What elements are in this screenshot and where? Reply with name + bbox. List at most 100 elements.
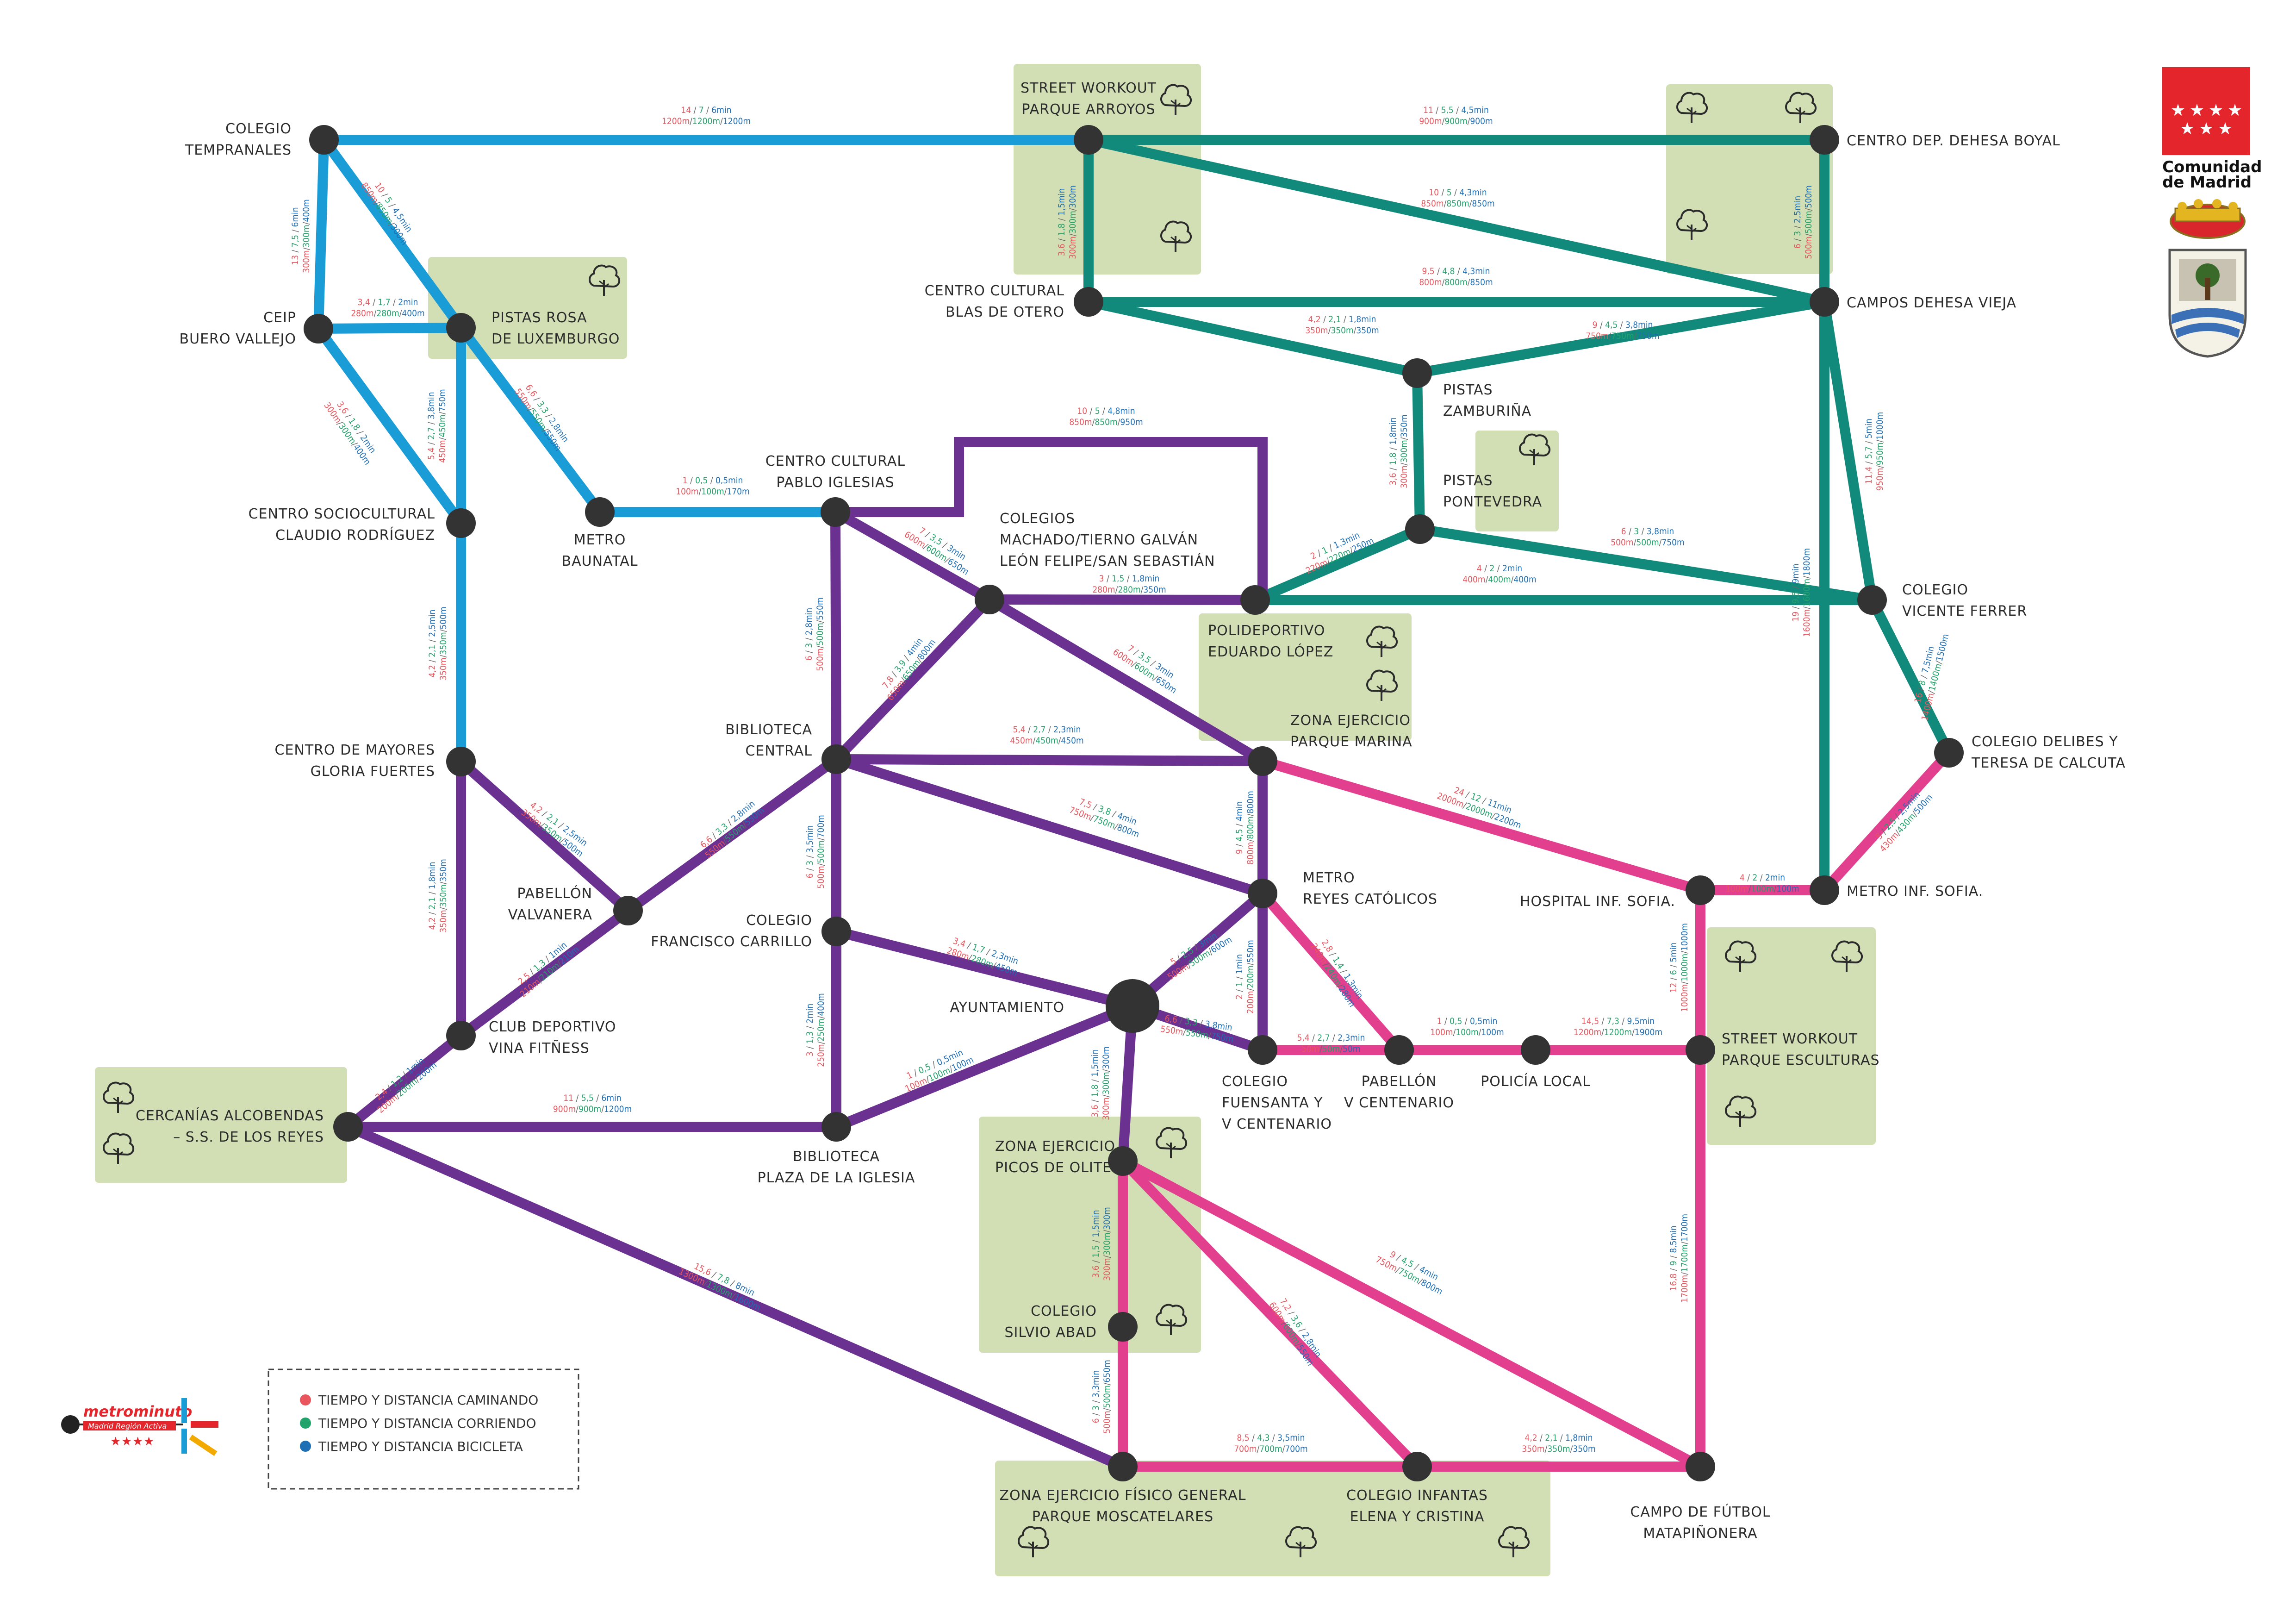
station-node-carrillo[interactable] (821, 917, 851, 946)
svg-text:750m/750m/750m: 750m/750m/750m (1586, 331, 1659, 341)
segment-distance: / (1118, 417, 1120, 427)
legend-bike-dot (300, 1441, 311, 1452)
station-node-policia[interactable] (1521, 1035, 1550, 1065)
segment-distance: / (1092, 417, 1095, 427)
segment-distance: / (1442, 116, 1445, 126)
station-label-line: ZONA EJERCICIO (1290, 712, 1411, 729)
station-node-temp[interactable] (309, 125, 339, 155)
station-node-fuensanta[interactable] (1248, 1035, 1277, 1065)
segment-time: / (1439, 187, 1447, 198)
park-areas (95, 64, 1876, 1576)
segment-time: 2,7 (426, 427, 436, 440)
park-area (1666, 84, 1833, 274)
segment-time: 16,8 (1668, 1274, 1679, 1291)
station-node-cercanias[interactable] (333, 1112, 363, 1142)
station-node-silvio[interactable] (1108, 1312, 1138, 1342)
segment-distance: / (1774, 884, 1777, 894)
station-node-pablo[interactable] (821, 497, 850, 527)
svg-text:300m/300m/400m: 300m/300m/400m (301, 199, 311, 273)
segment-time: / (1482, 563, 1490, 574)
station-node-infantas[interactable] (1402, 1452, 1432, 1481)
segment-time: / (1091, 1237, 1101, 1245)
segment-distance: / (1601, 1027, 1604, 1037)
station-label-line: BUERO VALLEJO (180, 331, 296, 347)
segment-time: / (1462, 788, 1473, 800)
segment-distance: / (816, 1041, 826, 1044)
segment-time: 4,2 (1308, 314, 1320, 325)
segment-distance: 1600m (1802, 579, 1812, 606)
segment-distance: / (1804, 208, 1814, 211)
tree-icon (1725, 1095, 1757, 1127)
station-node-matapinonera[interactable] (1686, 1452, 1715, 1481)
station-label-line: PISTAS ROSA (492, 310, 587, 326)
station-node-dehesa_vieja[interactable] (1810, 287, 1839, 317)
station-label-line: STREET WORKOUT (1722, 1031, 1858, 1047)
station-node-arroyos[interactable] (1074, 125, 1103, 155)
station-node-pistas_rosa[interactable] (446, 313, 476, 343)
svg-text:1600m/1600m/1800m: 1600m/1600m/1800m (1802, 548, 1812, 637)
station-node-dehesa_boyal[interactable] (1810, 125, 1839, 155)
station-label-line: PISTAS (1443, 382, 1493, 398)
station-node-baunatal[interactable] (585, 497, 615, 527)
station-node-esculturas[interactable] (1686, 1035, 1715, 1065)
station-label-line: CENTRO CULTURAL (765, 453, 905, 469)
segment-time: / (427, 910, 437, 918)
svg-text:850m/850m/850m: 850m/850m/850m (1421, 199, 1494, 209)
comunidad-line1: Comunidad (2162, 158, 2262, 176)
station-label-policia: POLICÍA LOCAL (1481, 1073, 1591, 1090)
segment-distance: / (1102, 1230, 1112, 1232)
segment-time: 7,3 (1607, 1016, 1619, 1026)
station-node-hospital[interactable] (1686, 875, 1715, 905)
station-label-line: STREET WORKOUT (1020, 80, 1157, 96)
segment-distance: 1000m (1680, 984, 1690, 1012)
station-node-ayto[interactable] (1106, 979, 1159, 1033)
station-node-buero[interactable] (304, 314, 333, 344)
svg-text:16,8 / 9 / 8,5min: 16,8 / 9 / 8,5min (1668, 1225, 1679, 1291)
segment-distance: 700m (816, 815, 826, 837)
station-node-gloria[interactable] (446, 747, 476, 776)
segment-distance: / (690, 116, 692, 126)
segment-time: 0,5 (695, 475, 708, 486)
segment-distance: / (1282, 1444, 1285, 1454)
station-node-marina[interactable] (1248, 746, 1277, 776)
station-node-machado[interactable] (975, 585, 1004, 614)
station-node-pontevedra[interactable] (1405, 514, 1435, 544)
route-purple-carrillo-ayto (831, 926, 1138, 1011)
legend-run-label: TIEMPO Y DISTANCIA CORRIENDO (318, 1416, 536, 1431)
svg-text:19 / 9,5 / 9min: 19 / 9,5 / 9min (1791, 563, 1801, 621)
segment-distance: 100m (701, 487, 724, 497)
segment-distance: / (1680, 1242, 1690, 1244)
station-node-reyes[interactable] (1248, 879, 1277, 908)
station-node-valvanera[interactable] (613, 896, 643, 925)
segment-time: / (1626, 526, 1634, 537)
tree-icon (1498, 1526, 1530, 1557)
station-node-metro_sofia[interactable] (1810, 875, 1839, 905)
segment-distance: / (301, 222, 311, 225)
segment-time: / (1091, 1411, 1101, 1418)
station-node-vferrer[interactable] (1857, 585, 1887, 615)
segment-time: 5,4 (1297, 1033, 1309, 1043)
station-node-pab_vc[interactable] (1384, 1035, 1414, 1065)
station-node-delibes[interactable] (1934, 738, 1964, 768)
station-node-blas[interactable] (1074, 287, 1103, 317)
segment-time: / (1479, 795, 1489, 807)
segment-distance: 350m (438, 632, 448, 655)
station-node-vina[interactable] (446, 1021, 476, 1050)
segment-time: 2min (1502, 563, 1522, 574)
segment-distance: 300m (1068, 211, 1078, 233)
station-node-biblio_plaza[interactable] (821, 1112, 851, 1142)
station-node-olite[interactable] (1108, 1146, 1138, 1176)
station-node-zamb[interactable] (1402, 358, 1432, 388)
station-node-edu_lopez[interactable] (1240, 585, 1270, 615)
station-node-moscatelares[interactable] (1108, 1452, 1138, 1481)
segment-distance: 350m (1522, 1444, 1544, 1454)
station-node-claudio[interactable] (446, 508, 476, 538)
station-node-biblio_central[interactable] (821, 744, 851, 774)
